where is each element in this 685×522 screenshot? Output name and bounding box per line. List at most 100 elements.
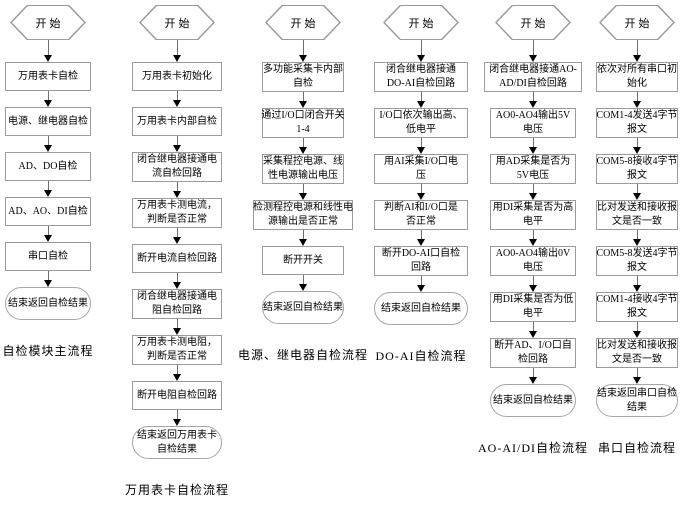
process-node: 用AI采集I/O口电 压 xyxy=(374,154,468,184)
arrowhead-down-icon xyxy=(299,239,307,246)
connector-arrow xyxy=(173,365,181,381)
process-node: 万用表卡自检 xyxy=(5,62,91,91)
connector-line xyxy=(532,276,534,285)
connector-line xyxy=(420,92,422,101)
connector-line xyxy=(47,181,49,190)
end-node: 结束返回自检结果 xyxy=(374,292,468,325)
arrowhead-down-icon xyxy=(633,239,641,246)
node-label: 结束返回自检结果 xyxy=(381,302,461,314)
connector-arrow xyxy=(299,230,307,246)
connector-line xyxy=(302,40,304,55)
arrowhead-down-icon xyxy=(633,331,641,338)
connector-line xyxy=(532,368,534,377)
process-node: 比对发送和接收报 文是否一致 xyxy=(596,200,678,230)
connector-line xyxy=(532,92,534,101)
connector-line xyxy=(420,184,422,193)
connector-arrow xyxy=(44,226,52,242)
hexagon-fill xyxy=(385,6,457,39)
arrowhead-down-icon xyxy=(529,101,537,108)
process-node: 判断AI和I/O口是 否正常 xyxy=(374,200,468,230)
connector-arrow xyxy=(44,271,52,287)
connector-line xyxy=(302,92,304,101)
node-label: 万用表卡测电流， 判断是否正常 xyxy=(137,200,217,225)
arrowhead-down-icon xyxy=(173,55,181,62)
connector-arrow xyxy=(173,273,181,289)
connector-line xyxy=(532,322,534,331)
node-label: 用DI采集是否为高 电平 xyxy=(492,202,574,227)
arrowhead-down-icon xyxy=(529,377,537,384)
process-node: 采集程控电源、线 性电源输出电压 xyxy=(262,154,344,184)
connector-line xyxy=(420,138,422,147)
process-node: COM1-4接收4字节 报文 xyxy=(596,292,678,322)
arrowhead-down-icon xyxy=(633,193,641,200)
node-label: COM1-4发送4字节 报文 xyxy=(596,110,678,135)
flowchart-caption: 串口自检流程 xyxy=(597,441,676,455)
process-node: 电源、继电器自检 xyxy=(5,107,91,136)
flowchart-caption: DO-AI自检流程 xyxy=(375,349,467,363)
connector-arrow xyxy=(173,91,181,107)
end-node: 结束返回自检结果 xyxy=(490,384,576,417)
node-label: 断开开关 xyxy=(283,254,323,266)
process-node: 通过I/O口闭合开关 1-4 xyxy=(261,108,345,138)
start-node: 开始 xyxy=(265,5,341,40)
hexagon-fill xyxy=(12,6,84,39)
connector-arrow xyxy=(633,230,641,246)
flowchart-caption: AO-AI/DI自检流程 xyxy=(478,441,588,455)
node-label: 闭合继电器接通AO- AD/DI自检回路 xyxy=(489,64,577,89)
connector-line xyxy=(302,230,304,239)
node-label: 结束返回串口自检 结果 xyxy=(597,387,677,413)
arrowhead-down-icon xyxy=(173,328,181,335)
connector-arrow xyxy=(173,40,181,62)
arrowhead-down-icon xyxy=(173,374,181,381)
node-label: 闭合继电器接通 DO-AI自检回路 xyxy=(386,64,456,89)
arrowhead-down-icon xyxy=(44,145,52,152)
arrowhead-down-icon xyxy=(633,101,641,108)
arrowhead-down-icon xyxy=(299,147,307,154)
node-label: COM5-8发送4字节 报文 xyxy=(596,248,678,273)
process-node: 用DI采集是否为高 电平 xyxy=(490,200,576,230)
node-label: 检测程控电源和线性电 源输出是否正常 xyxy=(253,202,353,227)
connector-line xyxy=(532,138,534,147)
node-label: AD、AO、DI自检 xyxy=(8,205,88,217)
process-node: 比对发送和接收报 文是否一致 xyxy=(596,338,678,368)
arrowhead-down-icon xyxy=(44,100,52,107)
flowchart-caption: 电源、继电器自检流程 xyxy=(238,348,369,362)
connector-arrow xyxy=(417,230,425,246)
node-label: 断开电阻自检回路 xyxy=(137,389,217,401)
connector-line xyxy=(47,40,49,55)
connector-line xyxy=(636,368,638,377)
end-node: 结束返回自检结果 xyxy=(5,287,91,320)
node-label: 通过I/O口闭合开关 1-4 xyxy=(261,110,345,135)
connector-line xyxy=(532,40,534,55)
node-label: AO0-AO4输出5V 电压 xyxy=(495,110,571,135)
arrowhead-down-icon xyxy=(173,191,181,198)
connector-line xyxy=(636,322,638,331)
connector-line xyxy=(47,91,49,100)
arrowhead-down-icon xyxy=(173,145,181,152)
arrowhead-down-icon xyxy=(417,193,425,200)
process-node: 断开DO-AI口自检 回路 xyxy=(374,246,468,276)
connector-arrow xyxy=(173,228,181,244)
connector-arrow xyxy=(529,40,537,62)
start-node: 开始 xyxy=(599,5,675,40)
start-node-label: 开始 xyxy=(520,17,549,30)
node-label: I/O口依次输出高、 低电平 xyxy=(379,110,463,135)
arrowhead-down-icon xyxy=(529,285,537,292)
connector-arrow xyxy=(417,138,425,154)
start-node: 开始 xyxy=(383,5,459,40)
process-node: 检测程控电源和线性电 源输出是否正常 xyxy=(253,200,353,230)
node-label: 串口自检 xyxy=(28,250,68,262)
start-node: 开始 xyxy=(495,5,571,40)
connector-arrow xyxy=(173,319,181,335)
connector-arrow xyxy=(173,410,181,426)
process-node: 断开电阻自检回路 xyxy=(132,381,222,410)
connector-line xyxy=(302,184,304,193)
connector-line xyxy=(302,275,304,284)
start-node-label: 开始 xyxy=(408,17,437,30)
connector-line xyxy=(636,276,638,285)
arrowhead-down-icon xyxy=(173,100,181,107)
process-node: AD、DO自检 xyxy=(5,152,91,181)
connector-arrow xyxy=(299,184,307,200)
arrowhead-down-icon xyxy=(173,237,181,244)
connector-arrow xyxy=(633,92,641,108)
